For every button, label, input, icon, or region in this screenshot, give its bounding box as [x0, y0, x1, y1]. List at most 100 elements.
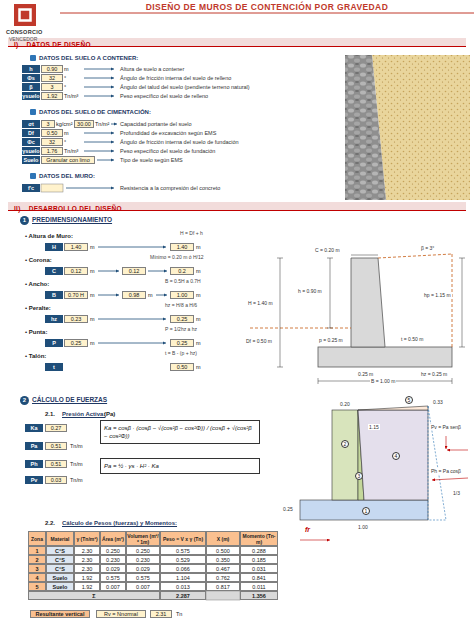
formula-text: Pa = ½ · γs · H² · Ka: [104, 462, 256, 470]
dimension-label: hz = 0.25 m: [420, 371, 448, 377]
dimension-label: 0.25: [282, 506, 294, 512]
description: Resistencia a la compresión del concreto: [120, 184, 220, 192]
pointer-arrow: [84, 151, 114, 152]
wall-photo: [345, 55, 470, 200]
symbol-cell: h: [22, 65, 40, 73]
dimension-label: 0.33: [432, 399, 444, 405]
value-cell: Rv = Nnormal: [96, 610, 146, 618]
pointer-arrow: [111, 124, 117, 125]
table-cell: 0.575: [126, 573, 160, 582]
table-cell: 0.467: [206, 564, 240, 573]
description: Peso específico del suelo de fundación: [120, 147, 215, 155]
unit: Tn/m²: [95, 120, 109, 128]
value-cell: 0.27: [45, 424, 67, 432]
unit: °: [64, 74, 66, 82]
section-band: II)DESARROLLO DEL DISEÑO: [8, 202, 466, 211]
wall-photo: [372, 55, 470, 200]
symbol-cell: γsuelo: [22, 147, 40, 155]
value-cell: 1.76: [41, 147, 63, 155]
table-cell: 0.762: [206, 573, 240, 582]
item-label: 2.2.: [45, 519, 55, 527]
table-cell: 0.288: [240, 546, 278, 555]
formula-note: P = 1/2hz a hz: [165, 325, 197, 333]
pointer-arrow: [84, 87, 114, 88]
table-cell: 0.529: [160, 555, 206, 564]
symbol-cell: B: [45, 291, 63, 299]
description: Tipo de suelo según EMS: [120, 156, 183, 164]
table-cell: 1.92: [74, 582, 100, 591]
zone-cell: 4: [28, 573, 46, 582]
table-cell: 0.500: [206, 546, 240, 555]
table-cell: 0.230: [100, 555, 126, 564]
formula-note: B = 0.5H a 0.7H: [165, 277, 201, 285]
material-cell: C°S: [46, 555, 74, 564]
value-cell: 0.25: [170, 339, 194, 347]
dimension-lines: [459, 347, 465, 348]
dimension-label: p = 0.25 m: [318, 337, 344, 343]
dimension-lines: [277, 258, 283, 259]
table-cell: 0.250: [126, 546, 160, 555]
table-header: Zona: [28, 531, 46, 546]
unit: m: [196, 243, 201, 251]
table-cell: 0.817: [206, 582, 240, 591]
dimension-label: B = 1.00 m: [370, 378, 396, 384]
symbol-cell: Ka: [25, 424, 43, 432]
dimension-label: 0.25 m: [357, 371, 374, 377]
result-label: Resultante vertical: [30, 610, 90, 618]
subsection-title: Cálculo de Pesos (fuerzas) y Momentos:: [62, 519, 177, 527]
pointer-arrow: [156, 295, 167, 296]
dimension-lines: [452, 378, 453, 384]
logo-text: VENCEDOR: [9, 35, 37, 43]
pointer-arrow: [148, 271, 167, 272]
zone-cell: 1: [28, 546, 46, 555]
value-cell: 0.23: [64, 315, 88, 323]
table-cell: 0.011: [240, 582, 278, 591]
table-cell: 0.029: [126, 564, 160, 573]
zone-number: 4: [392, 452, 400, 460]
description: Altura de suelo a contener: [120, 65, 184, 73]
force-diagram: [358, 410, 428, 500]
table-cell: 0.066: [160, 564, 206, 573]
zone-number: 1: [362, 507, 370, 515]
description: Ángulo del talud del suelo (pendiente te…: [120, 83, 250, 91]
unit: m: [196, 267, 201, 275]
subsection-title: Presión Activa:: [62, 410, 105, 418]
logo-mark: [14, 4, 36, 26]
item-label: • Peralte:: [25, 304, 51, 312]
pointer-arrow: [98, 319, 166, 320]
unit: m: [196, 363, 201, 371]
pointer-arrow: [84, 96, 114, 97]
section-heading: DATOS DEL SUELO A CONTENER:: [30, 54, 138, 62]
pointer-arrow: [98, 271, 119, 272]
value-cell: 1.92: [41, 92, 63, 100]
symbol-cell: H: [45, 243, 63, 251]
value-cell: 0.2: [170, 267, 194, 275]
zone-number: 2: [341, 440, 349, 448]
dimension-lines: [327, 258, 333, 259]
unit: Tn/m: [70, 442, 83, 450]
value-cell: 0.25: [170, 315, 194, 323]
wall-section: [452, 254, 453, 347]
step-number: 2: [20, 396, 29, 405]
value-cell: 0.90: [41, 65, 63, 73]
unit: m: [90, 291, 95, 299]
formula-box: Pa = ½ · γs · H² · Ka: [100, 458, 260, 474]
unit: °: [64, 138, 66, 146]
table-header: X (m): [206, 531, 240, 546]
formula-note: H = Df + h: [180, 229, 203, 237]
section-heading: DATOS DEL MURO:: [30, 172, 95, 180]
value-cell: 0.50: [170, 363, 194, 371]
zone-cell: 2: [28, 555, 46, 564]
section-band: I)DATOS DE DISEÑO: [8, 38, 466, 47]
item-label: • Punta:: [25, 328, 47, 336]
value-cell: 0.12: [122, 267, 146, 275]
value-cell: 1.40: [170, 243, 194, 251]
dimension-lines: [330, 258, 331, 328]
table-cell: 1.92: [74, 573, 100, 582]
material-cell: Suelo: [46, 573, 74, 582]
unit: Tn/m³: [64, 147, 78, 155]
table-header: Volumen (m³/ * 1m): [126, 531, 160, 546]
unit: Tn/m³: [64, 92, 78, 100]
force-diagram: [432, 478, 468, 480]
dimension-label: Ph = Pa cosβ: [430, 468, 462, 474]
